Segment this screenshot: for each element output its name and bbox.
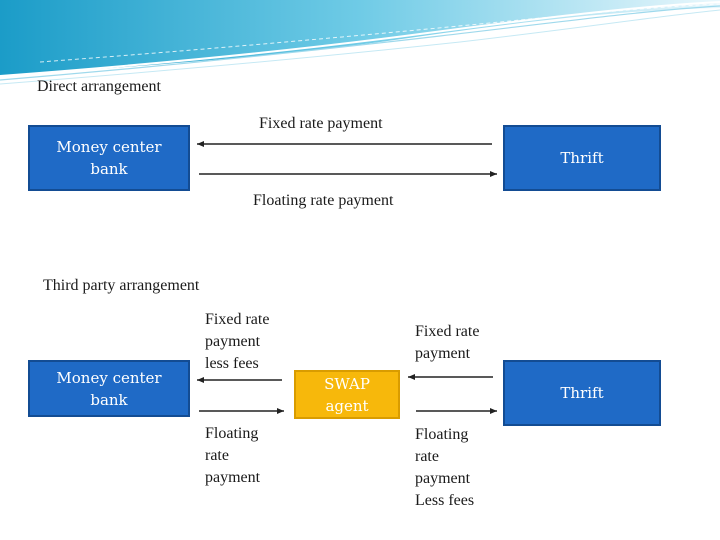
right-floating-line4: Less fees [415, 492, 475, 509]
right-floating-line2: rate [415, 448, 439, 465]
direct-arrangement-heading: Direct arrangement [37, 78, 161, 95]
left-floating-line2: rate [205, 447, 229, 464]
direct-thrift-label: Thrift [560, 149, 604, 167]
direct-fixed-rate-label: Fixed rate payment [259, 115, 383, 132]
left-fixed-line2: payment [205, 333, 261, 350]
third-party-thrift-label: Thrift [560, 384, 604, 402]
direct-money-center-bank-box: Money center bank [28, 125, 190, 191]
right-floating-rate-less-fees-label: Floating rate payment Less fees [415, 424, 474, 512]
third-party-thrift-box: Thrift [503, 360, 661, 426]
left-fixed-rate-less-fees-label: Fixed rate payment less fees [205, 309, 269, 375]
left-floating-line1: Floating [205, 425, 259, 442]
right-floating-line1: Floating [415, 426, 469, 443]
right-floating-line3: payment [415, 470, 471, 487]
left-fixed-line1: Fixed rate [205, 311, 270, 328]
third-party-bank-label-line1: Money center [56, 368, 162, 387]
right-fixed-rate-label: Fixed rate payment [415, 321, 479, 365]
header-wave-banner [0, 0, 720, 85]
direct-bank-label-line1: Money center [56, 138, 162, 156]
swap-label-line1: SWAP [324, 374, 370, 393]
left-floating-line3: payment [205, 469, 261, 486]
direct-bank-label-line2: bank [90, 160, 128, 178]
third-party-bank-label-line2: bank [90, 390, 128, 409]
left-fixed-line3: less fees [205, 355, 259, 372]
right-fixed-line2: payment [415, 345, 471, 362]
third-party-money-center-bank-box: Money center bank [28, 360, 190, 417]
left-floating-rate-label: Floating rate payment [205, 423, 260, 489]
right-fixed-line1: Fixed rate [415, 323, 480, 340]
swap-label-line2: agent [325, 396, 369, 415]
third-party-arrangement-heading: Third party arrangement [43, 277, 200, 294]
direct-thrift-box: Thrift [503, 125, 661, 191]
direct-floating-rate-label: Floating rate payment [253, 192, 394, 209]
swap-agent-box: SWAP agent [294, 370, 400, 419]
